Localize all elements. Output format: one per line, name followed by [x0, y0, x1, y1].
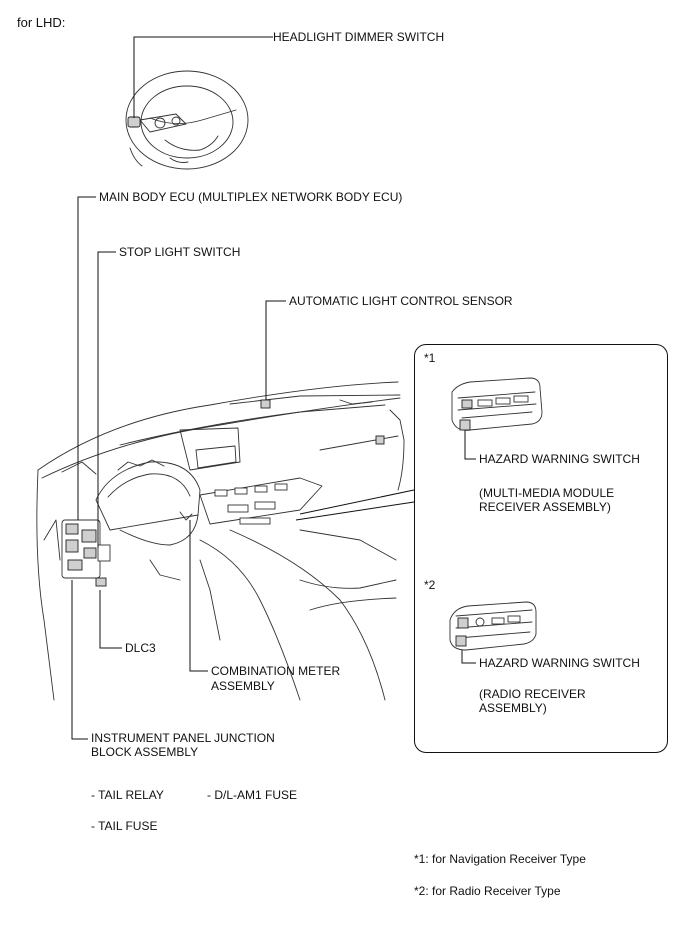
- hazard-warning-switch-label-2: HAZARD WARNING SWITCH: [479, 656, 640, 670]
- multimedia-assembly-label-line1: (MULTI-MEDIA MODULE: [479, 486, 615, 500]
- stop-light-switch-label: STOP LIGHT SWITCH: [119, 245, 241, 259]
- dl-am1-fuse-item: - D/L-AM1 FUSE: [207, 788, 298, 802]
- steering-wheel-illustration: [125, 70, 249, 170]
- tail-relay-item: - TAIL RELAY: [91, 788, 164, 802]
- footnote-2: *2: for Radio Receiver Type: [414, 884, 561, 898]
- tail-fuse-item: - TAIL FUSE: [91, 819, 158, 833]
- radio-assembly-label-line1: (RADIO RECEIVER: [479, 687, 586, 701]
- main-body-ecu-label: MAIN BODY ECU (MULTIPLEX NETWORK BODY EC…: [99, 190, 403, 204]
- instrument-panel-jb-label-line2: BLOCK ASSEMBLY: [91, 745, 199, 759]
- combination-meter-label-line2: ASSEMBLY: [211, 679, 275, 693]
- headlight-dimmer-switch-label: HEADLIGHT DIMMER SWITCH: [273, 30, 445, 44]
- dashboard-illustration: [36, 381, 405, 701]
- radio-receiver-illustration: [449, 601, 537, 651]
- instrument-panel-jb-label-line1: INSTRUMENT PANEL JUNCTION: [91, 731, 275, 745]
- multimedia-assembly-label-line2: RECEIVER ASSEMBLY): [479, 500, 611, 514]
- combination-meter-label-line1: COMBINATION METER: [211, 664, 341, 678]
- leader-lines: [71, 36, 476, 740]
- dlc3-label: DLC3: [125, 641, 156, 655]
- hazard-warning-switch-label-1: HAZARD WARNING SWITCH: [479, 452, 640, 466]
- lhd-label: for LHD:: [17, 15, 66, 30]
- variant2-marker: *2: [424, 578, 436, 592]
- footnote-1: *1: for Navigation Receiver Type: [414, 852, 586, 866]
- multimedia-receiver-illustration: [451, 377, 543, 431]
- radio-assembly-label-line2: ASSEMBLY): [479, 701, 547, 715]
- hazard-switch-callout-box: [414, 344, 668, 753]
- variant1-marker: *1: [424, 351, 436, 365]
- automatic-light-control-sensor-label: AUTOMATIC LIGHT CONTROL SENSOR: [289, 294, 513, 308]
